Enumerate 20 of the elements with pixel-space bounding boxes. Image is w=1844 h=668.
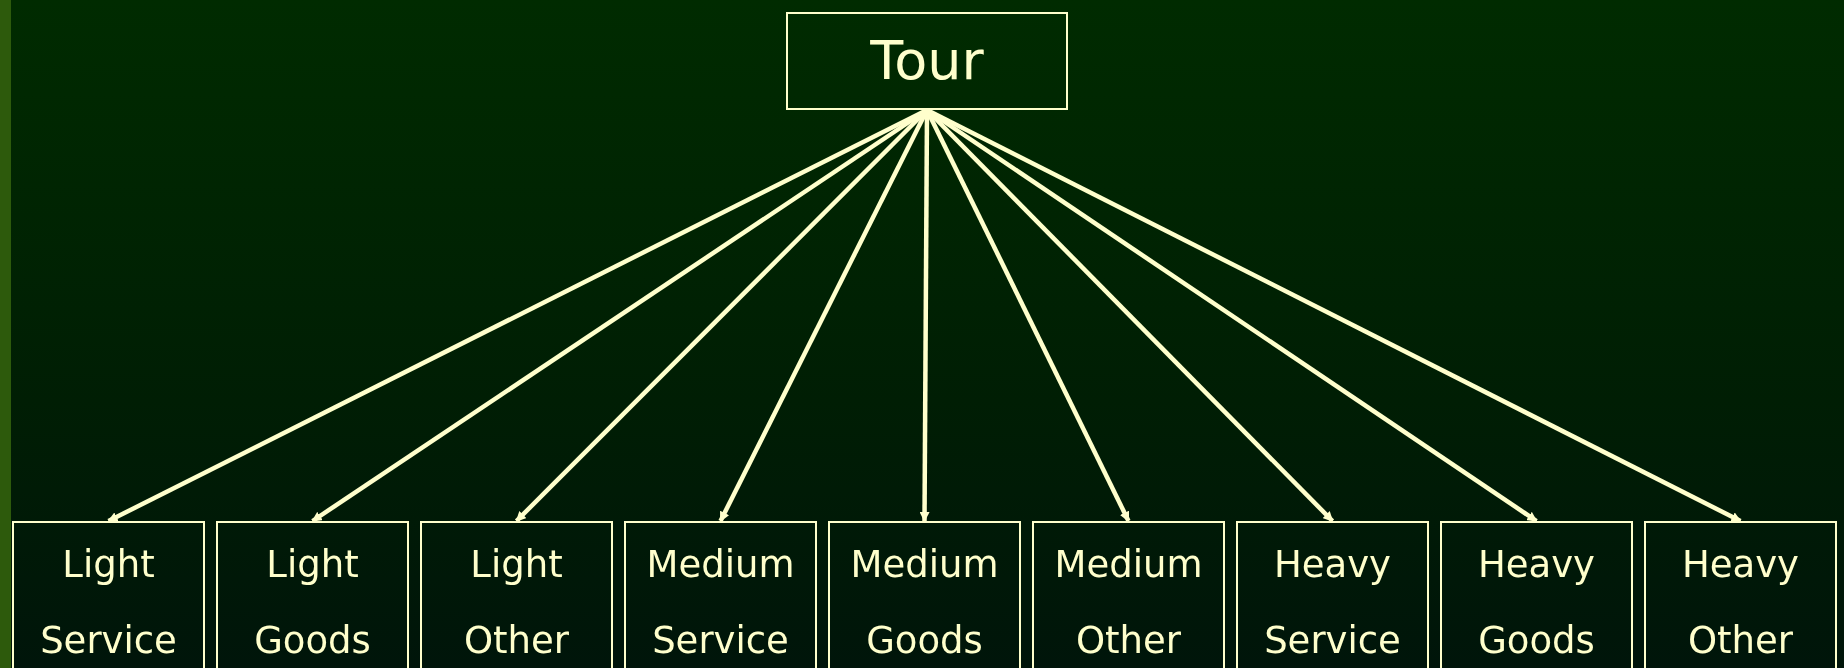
box-label: Heavy Service — [1263, 542, 1402, 664]
category-box — [1236, 521, 1429, 668]
category-box — [624, 521, 817, 668]
box-label: Medium Goods — [849, 542, 1000, 664]
box-label: Heavy Other — [1680, 542, 1801, 664]
box-label: Heavy Goods — [1476, 542, 1597, 664]
category-box — [786, 12, 1068, 110]
category-box — [216, 521, 409, 668]
category-box — [1440, 521, 1633, 668]
box-label: Light Goods — [253, 542, 372, 664]
category-box — [420, 521, 613, 668]
category-box — [12, 521, 205, 668]
box-label: Medium Other — [1053, 542, 1204, 664]
box-label: Medium Service — [645, 542, 796, 664]
box-label: Light Other — [462, 542, 571, 664]
category-box — [1644, 521, 1837, 668]
category-box — [828, 521, 1021, 668]
category-box — [1032, 521, 1225, 668]
box-label: Light Service — [39, 542, 178, 664]
box-label: Tour — [870, 31, 984, 91]
